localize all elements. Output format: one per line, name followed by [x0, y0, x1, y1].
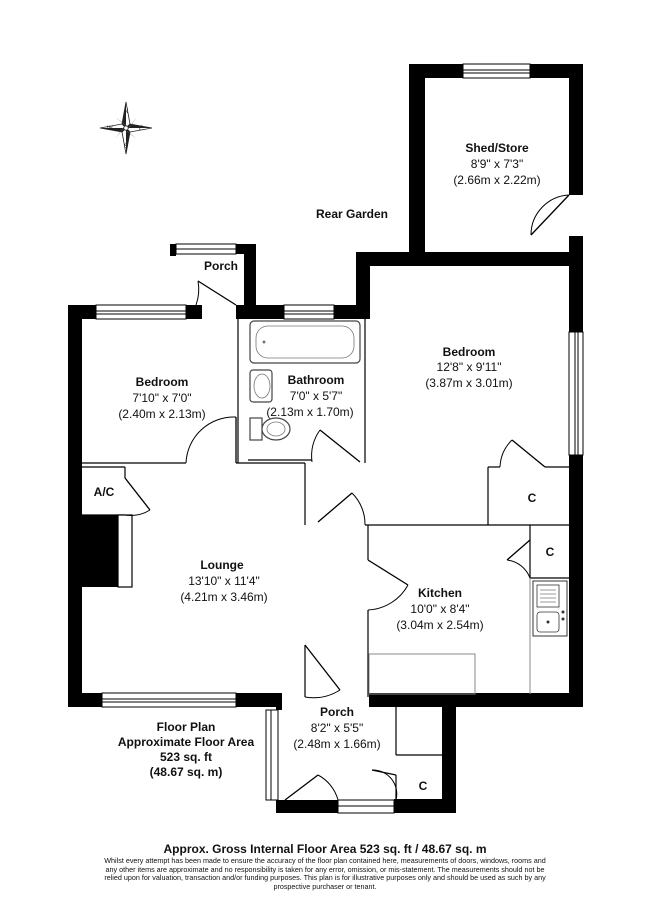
window-right-bedroom	[568, 331, 584, 456]
cupboard-kitchen-label: C	[546, 545, 555, 559]
kitchen-metric: (3.04m x 2.54m)	[396, 618, 483, 632]
door-porch-cupboard	[371, 769, 398, 801]
bedroom-right-metric: (3.87m x 3.01m)	[425, 376, 512, 390]
disclaimer-text: Whilst every attempt has been made to en…	[104, 856, 546, 891]
floor-plan-sqm: (48.67 sq. m)	[150, 765, 223, 779]
rear-porch-label: Porch	[204, 259, 238, 273]
shed-door	[530, 194, 570, 236]
rear-garden-label: Rear Garden	[316, 207, 388, 221]
bedroom-right-imperial: 12'8" x 9'11"	[437, 360, 502, 374]
shed-metric: (2.66m x 2.22m)	[453, 173, 540, 187]
front-porch-metric: (2.48m x 1.66m)	[293, 737, 380, 751]
lounge-metric: (4.21m x 3.46m)	[180, 590, 267, 604]
bedroom-left-metric: (2.40m x 2.13m)	[118, 407, 205, 421]
label-front-porch: Porch 8'2" x 5'5" (2.48m x 1.66m)	[293, 705, 380, 751]
window-front-porch-left	[265, 709, 279, 801]
kitchen-name: Kitchen	[418, 586, 462, 600]
compass-w-label: W	[107, 126, 113, 132]
shed-window	[462, 63, 531, 79]
compass-s-label: S	[124, 144, 128, 150]
main-walls	[68, 244, 583, 813]
window-bathroom	[283, 304, 335, 320]
shed-walls	[409, 64, 583, 254]
bathroom-imperial: 7'0" x 5'7"	[290, 389, 342, 403]
door-right-bedroom	[317, 492, 366, 526]
kitchen-sink-icon	[532, 580, 568, 637]
toilet-icon	[249, 417, 291, 441]
floor-plan-area-label: Floor Plan Approximate Floor Area 523 sq…	[118, 720, 255, 779]
door-left-bedroom	[185, 416, 237, 464]
door-bedroom-cupboard	[499, 439, 546, 468]
bedroom-left-imperial: 7'10" x 7'0"	[132, 391, 191, 405]
compass-e-label: E	[139, 126, 143, 132]
door-lounge-porch	[304, 644, 341, 699]
door-kitchen	[367, 559, 409, 611]
floor-plan-subtitle: Approximate Floor Area	[118, 735, 255, 749]
window-lounge	[101, 692, 237, 708]
door-ac-cupboard	[124, 477, 151, 516]
kitchen-imperial: 10'0" x 8'4"	[410, 602, 469, 616]
door-kitchen-cupboard	[506, 539, 531, 579]
kitchen-worktop	[368, 578, 531, 695]
window-front-porch-bottom	[337, 799, 395, 814]
front-porch-name: Porch	[320, 705, 354, 719]
door-rear-porch	[195, 280, 237, 306]
basin-icon	[249, 369, 273, 403]
label-shed: Shed/Store 8'9" x 7'3" (2.66m x 2.22m)	[453, 141, 540, 187]
label-bathroom: Bathroom 7'0" x 5'7" (2.13m x 1.70m)	[266, 373, 353, 419]
cupboard-porch-label: C	[419, 779, 428, 793]
label-bedroom-left: Bedroom 7'10" x 7'0" (2.40m x 2.13m)	[118, 375, 205, 421]
lounge-name: Lounge	[200, 558, 244, 572]
label-lounge: Lounge 13'10" x 11'4" (4.21m x 3.46m)	[180, 558, 267, 604]
bedroom-right-name: Bedroom	[443, 345, 496, 359]
cupboard-bedroom-label: C	[528, 491, 537, 505]
floor-plan-title: Floor Plan	[157, 720, 216, 734]
window-left-bedroom	[95, 304, 187, 320]
compass-n-label: N	[124, 109, 128, 115]
door-bathroom	[311, 429, 361, 463]
bathroom-name: Bathroom	[288, 373, 345, 387]
front-porch-imperial: 8'2" x 5'5"	[311, 721, 363, 735]
bedroom-left-name: Bedroom	[136, 375, 189, 389]
label-bedroom-right: Bedroom 12'8" x 9'11" (3.87m x 3.01m)	[425, 345, 512, 390]
shed-imperial: 8'9" x 7'3"	[471, 157, 523, 171]
shed-name: Shed/Store	[465, 141, 529, 155]
bathtub-icon	[249, 320, 361, 364]
compass-rose-icon: N S E W	[99, 101, 153, 155]
window-rear-porch	[175, 243, 237, 255]
label-kitchen: Kitchen 10'0" x 8'4" (3.04m x 2.54m)	[396, 586, 483, 632]
interior-partitions	[82, 319, 583, 800]
ac-label: A/C	[94, 485, 115, 499]
gross-floor-area-title: Approx. Gross Internal Floor Area 523 sq…	[163, 842, 487, 856]
floor-plan-sqft: 523 sq. ft	[160, 750, 212, 764]
bathroom-metric: (2.13m x 1.70m)	[266, 405, 353, 419]
door-front-entrance	[284, 774, 339, 801]
lounge-imperial: 13'10" x 11'4"	[188, 574, 260, 588]
